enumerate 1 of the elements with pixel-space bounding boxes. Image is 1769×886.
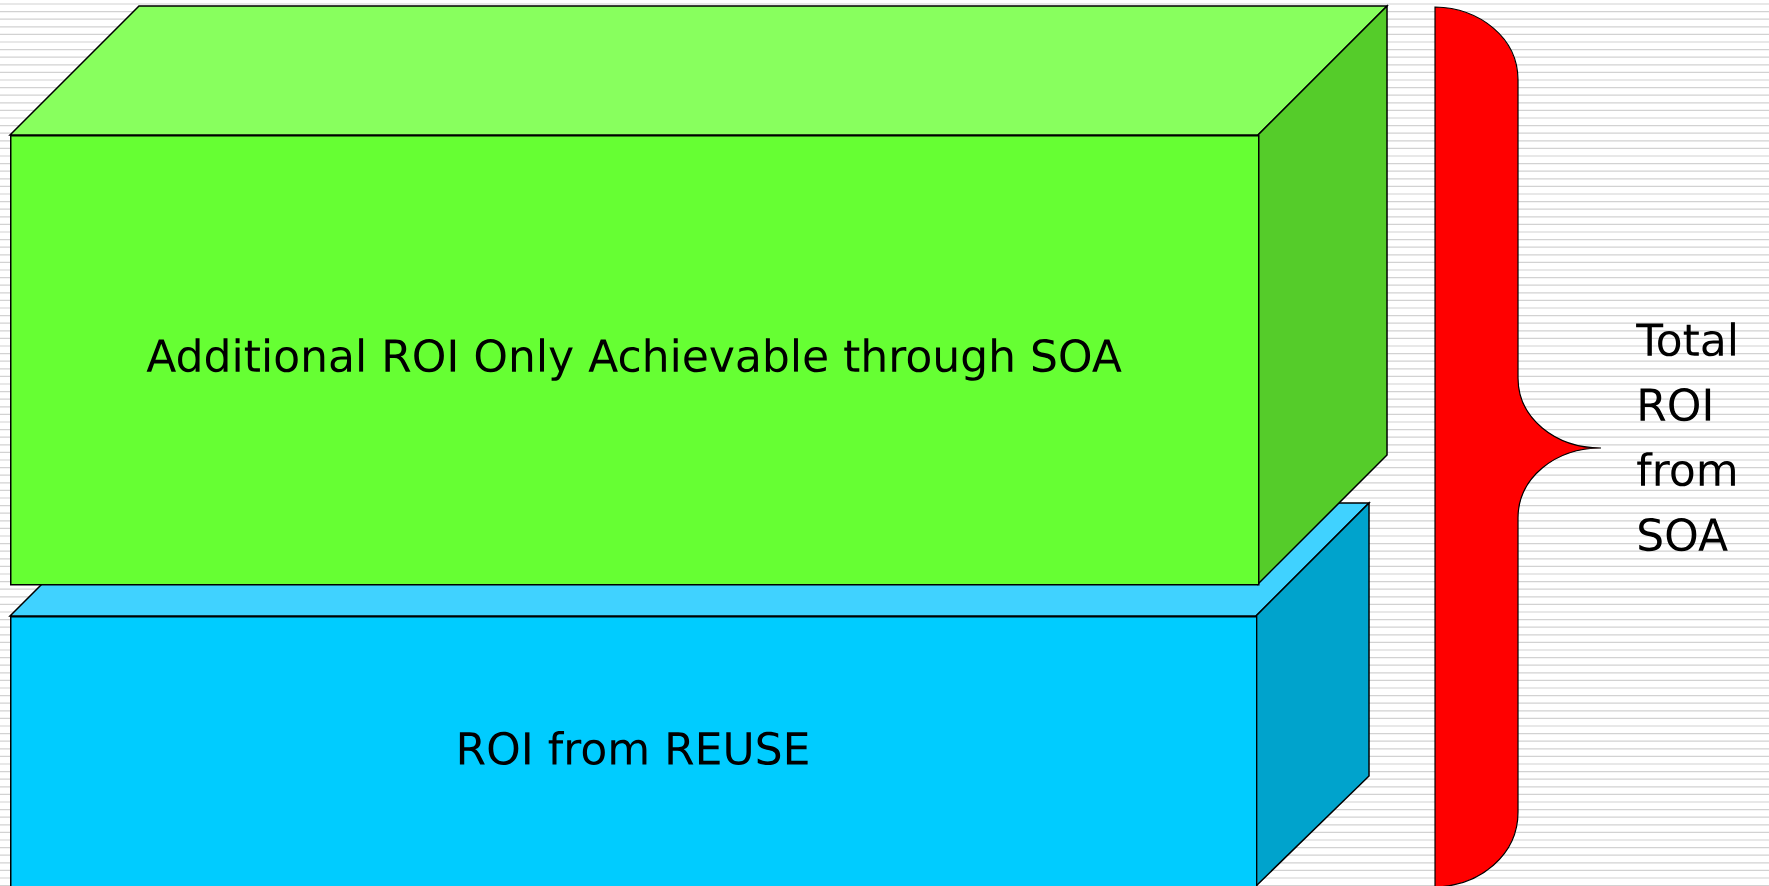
brace-label: Total ROI from SOA (1636, 322, 1735, 552)
